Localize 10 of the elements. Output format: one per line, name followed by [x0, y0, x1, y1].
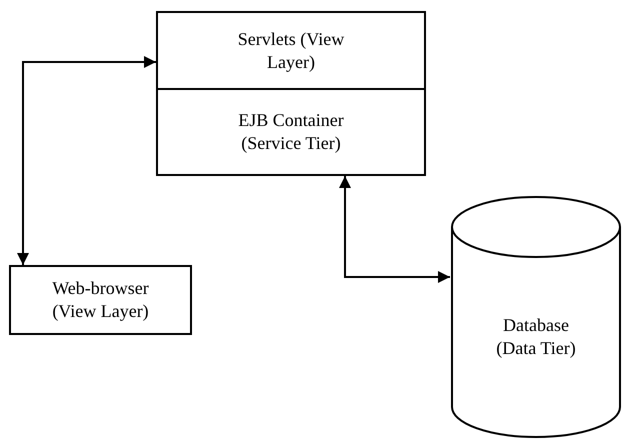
- node-label: EJB Container (Service Tier): [237, 109, 345, 155]
- process-box: [156, 11, 426, 90]
- connector-arrow: [339, 176, 450, 283]
- node-label: Servlets (View Layer): [237, 28, 345, 74]
- node-label: Web-browser (View Layer): [51, 277, 150, 323]
- process-box: [156, 88, 426, 176]
- connector-arrow: [17, 56, 156, 265]
- database-cylinder: [450, 195, 622, 439]
- process-box: [9, 265, 192, 335]
- node-label: Database (Data Tier): [495, 314, 577, 360]
